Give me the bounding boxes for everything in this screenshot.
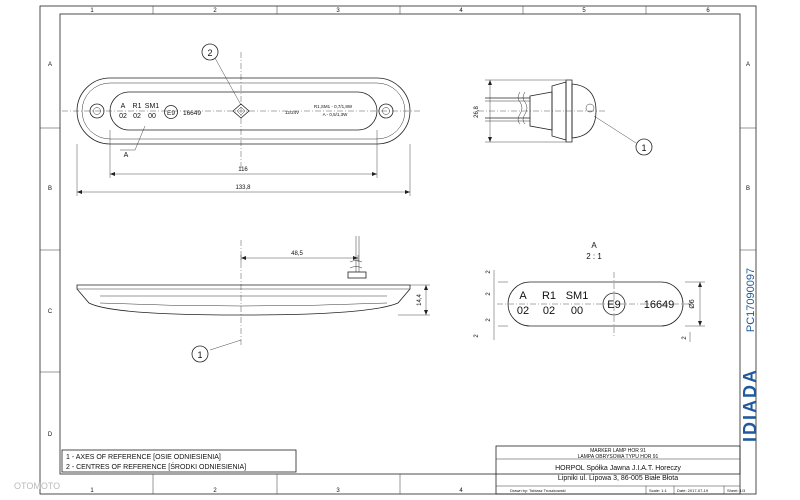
row-label-b: B: [48, 186, 52, 192]
balloon-1-front: [191, 345, 209, 363]
col-label-6: 6: [706, 8, 710, 14]
note-1: 1 - AXES OF REFERENCE [OSIE ODNIESIENIA]: [66, 454, 221, 461]
top-lens-a: A: [121, 103, 126, 110]
row-label-d: D: [48, 432, 53, 438]
front-dim-offset: 48,5: [291, 251, 303, 257]
top-lens-00: 00: [148, 113, 156, 120]
mounting-hole-left: [89, 103, 105, 119]
company-name: HORPOL Spółka Jawna J.I.A.T. Horeczy: [555, 465, 681, 472]
reference-centre-symbol: [232, 103, 250, 119]
date: Date: 2017-07-19: [677, 488, 709, 493]
top-approval-mark: E9: [167, 110, 175, 117]
balloon-2: [201, 43, 219, 61]
detail-sm1: SM1: [566, 290, 589, 302]
top-lens-sm1: SM1: [145, 103, 160, 110]
detail-dim-2-c: 2: [486, 318, 492, 322]
lamp-lens-side: [571, 83, 597, 139]
detail-approval-number: 16649: [644, 299, 675, 311]
detail-approval-circle: [602, 292, 626, 316]
top-rating-1: R1,SM1 - 0,7/1,8W: [314, 104, 353, 109]
title-en: MARKER LAMP HOR 91: [590, 448, 646, 454]
top-voltage: 12/24V: [285, 110, 299, 115]
detail-dim-2-b: 2: [486, 292, 492, 296]
row-label-a-right: A: [746, 62, 750, 68]
side-code: PC17090097: [745, 268, 757, 332]
detail-dim-diameter: Ø6: [689, 299, 696, 308]
detail-approval-mark: E9: [607, 299, 620, 311]
col-label-4-bottom: 4: [459, 488, 463, 494]
note-2: 2 - CENTRES OF REFERENCE [ŚRODKI ODNIESI…: [66, 462, 246, 471]
row-label-b-right: B: [746, 186, 750, 192]
row-label-c: C: [48, 309, 53, 315]
top-rating-2: A - 0,5/1,3W: [323, 112, 349, 117]
lamp-front-profile: [76, 284, 411, 316]
detail-dim-2-d: 2: [474, 334, 480, 338]
front-dim-height: 14,4: [417, 294, 423, 306]
col-label-3: 3: [336, 8, 340, 14]
col-label-1: 1: [90, 8, 94, 14]
front-view: 48,5 14,4 1: [76, 236, 430, 363]
balloon-1-side-text: 1: [641, 143, 646, 153]
detail-02b: 02: [543, 305, 555, 317]
notes-box: 1 - AXES OF REFERENCE [OSIE ODNIESIENIA]…: [61, 449, 297, 473]
top-detail-label: A: [124, 152, 129, 159]
balloon-2-text: 2: [207, 48, 212, 58]
col-label-5: 5: [582, 8, 586, 14]
company-address: Lipniki ul. Lipowa 3, 86-005 Białe Błota: [558, 475, 678, 482]
detail-title: A: [591, 241, 597, 250]
top-approval-circle: [164, 105, 178, 119]
lamp-outer-outline: [76, 77, 411, 145]
top-lens-r1: R1: [133, 103, 142, 110]
balloon-1-front-text: 1: [197, 350, 202, 360]
brand-logo: IDIADA: [740, 368, 760, 442]
detail-02a: 02: [517, 305, 529, 317]
col-label-2: 2: [213, 8, 217, 14]
side-dim-height: 26,8: [474, 106, 480, 118]
outer-frame: [39, 5, 757, 495]
scale: Scale: 1:1: [649, 488, 668, 493]
col-label-4: 4: [459, 8, 463, 14]
column-markers: 1 2 3 4 5 6 1 2 3 4: [90, 6, 710, 494]
drawn-by: Drawn by: Tobiasz Truszkowski: [510, 488, 566, 493]
detail-a: A: [519, 290, 527, 302]
col-label-3-bottom: 3: [336, 488, 340, 494]
col-label-2-bottom: 2: [213, 488, 217, 494]
row-markers: A B C D A B: [40, 62, 756, 438]
top-view: A R1 SM1 02 02 00 E9 16649 12/24V R1,SM1…: [62, 43, 420, 196]
detail-dim-2-a: 2: [486, 270, 492, 274]
top-lens-02b: 02: [133, 113, 141, 120]
col-label-1-bottom: 1: [90, 488, 94, 494]
watermark: OTOMOTO: [14, 481, 60, 491]
title-pl: LAMPA OBRYSOWA TYPU HOR 91: [578, 454, 659, 460]
sheet-number: Sheet: 1/3: [727, 488, 746, 493]
balloon-1-side: [635, 138, 653, 156]
detail-lens-outline: [507, 281, 684, 327]
detail-dim-2-e: 2: [682, 336, 688, 340]
title-block: MARKER LAMP HOR 91 LAMPA OBRYSOWA TYPU H…: [495, 445, 746, 495]
dim-inner-value: 116: [238, 167, 248, 173]
detail-scale: 2 : 1: [586, 252, 602, 261]
detail-r1: R1: [542, 290, 556, 302]
detail-view-a: A 2 : 1 A R1 SM1 02 02 00 E9 16649 Ø6 2 …: [474, 241, 705, 342]
top-approval-number: 16649: [183, 110, 201, 117]
detail-00: 00: [571, 305, 583, 317]
row-label-a: A: [48, 62, 52, 68]
lamp-lens-outline: [109, 91, 378, 131]
dim-overall-value: 133,8: [235, 185, 251, 191]
mounting-hole-right: [378, 103, 394, 119]
side-view: 26,8 1: [474, 79, 653, 156]
top-lens-02a: 02: [119, 113, 127, 120]
